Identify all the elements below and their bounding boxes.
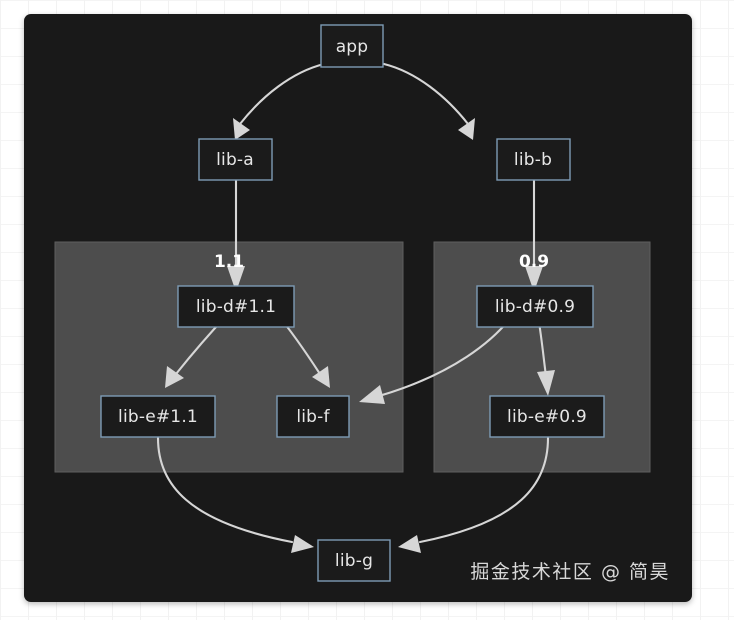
node-lib-g-label: lib-g (335, 551, 373, 571)
node-lib-e-0-9[interactable]: lib-e#0.9 (489, 395, 605, 438)
edge-app-to-lib-a (233, 62, 326, 140)
node-lib-a-label: lib-a (216, 150, 254, 170)
edge-app-to-lib-b (382, 62, 475, 140)
edge-label-lib-a-lib-d: 1.1 (214, 252, 244, 272)
node-lib-f-label: lib-f (296, 407, 330, 427)
node-lib-e-1-1-label: lib-e#1.1 (118, 407, 198, 427)
node-lib-b[interactable]: lib-b (496, 138, 571, 181)
edge-lib-e-0-9-to-lib-g (398, 436, 550, 553)
watermark-text: 掘金技术社区 @ 简昊 (470, 561, 670, 583)
edge-lib-b-to-lib-d-0-9 (525, 172, 543, 292)
edge-label-lib-b-lib-d: 0.9 (519, 252, 549, 272)
node-app[interactable]: app (320, 24, 384, 68)
node-lib-d-1-1[interactable]: lib-d#1.1 (177, 285, 295, 328)
edge-lib-e-1-1-to-lib-g (156, 436, 314, 553)
node-lib-d-0-9[interactable]: lib-d#0.9 (476, 285, 594, 328)
node-lib-d-0-9-label: lib-d#0.9 (495, 297, 575, 317)
node-lib-e-1-1[interactable]: lib-e#1.1 (100, 395, 216, 438)
dependency-graph-panel: 1.1 0.9 app lib-a lib-b lib-d#1.1 lib-d#… (24, 14, 692, 602)
node-lib-a[interactable]: lib-a (198, 138, 273, 181)
node-app-label: app (336, 37, 369, 57)
node-lib-f[interactable]: lib-f (276, 395, 350, 438)
dependency-graph-svg: 1.1 0.9 app lib-a lib-b lib-d#1.1 lib-d#… (54, 24, 651, 582)
edge-lib-a-to-lib-d-1-1 (227, 172, 245, 292)
node-lib-d-1-1-label: lib-d#1.1 (196, 297, 276, 317)
node-lib-g[interactable]: lib-g (317, 539, 391, 582)
node-lib-b-label: lib-b (514, 150, 552, 170)
node-lib-e-0-9-label: lib-e#0.9 (507, 407, 587, 427)
